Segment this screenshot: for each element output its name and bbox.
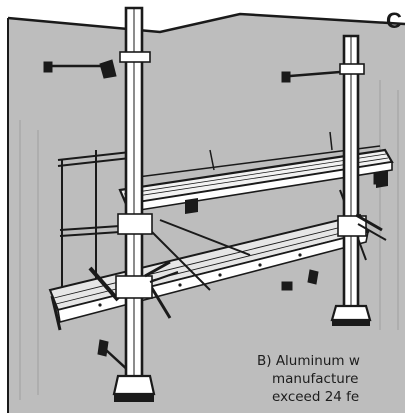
figure-caption: B) Aluminum w manufacture exceed 24 fe bbox=[257, 352, 408, 406]
pole-clamp bbox=[115, 51, 367, 299]
wall-bracket bbox=[43, 59, 385, 373]
caption-line-2: manufacture bbox=[272, 371, 359, 387]
wall bbox=[7, 12, 406, 413]
caption-line-3: exceed 24 fe bbox=[272, 389, 360, 405]
figure-label: C bbox=[386, 8, 402, 33]
caption-line-1: B) Aluminum w bbox=[257, 353, 360, 369]
pump-jack bbox=[144, 213, 387, 283]
pump-jack-pole-right bbox=[330, 34, 372, 326]
